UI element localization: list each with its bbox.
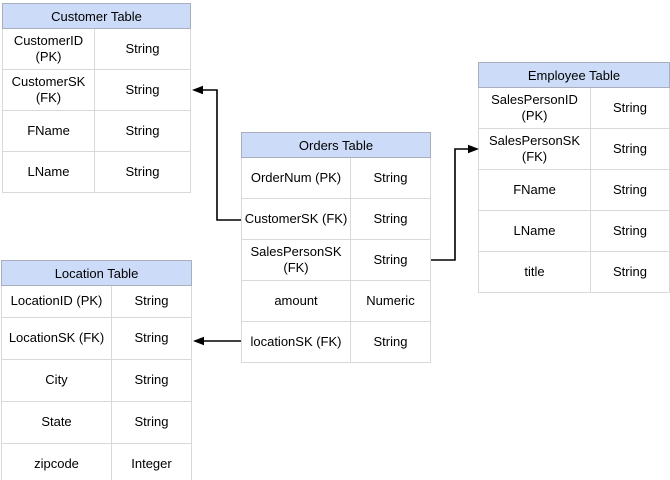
field-name-cell: zipcode [2,444,112,480]
arrowhead-to-location [193,336,204,346]
connector-orders-to-employee[interactable] [431,144,479,261]
table-row: CustomerSK (FK) String [3,70,190,111]
field-type-cell: String [373,169,408,185]
field-type-cell: String [134,330,169,346]
table-row: LName String [479,211,669,252]
field-type-cell: String [134,293,169,309]
field-name-cell: title [479,252,591,292]
field-name-cell: City [2,360,112,401]
field-type-cell: String [613,140,647,156]
field-name-cell: FName [3,111,95,151]
field-name-cell: LocationID (PK) [2,286,112,317]
field-type-cell: String [373,333,408,349]
field-name-cell: LName [3,152,95,192]
field-name-cell: OrderNum (PK) [242,158,351,198]
employee-table-header: Employee Table [478,62,670,88]
table-row: City String [2,360,191,402]
table-row: amount Numeric [242,281,430,322]
field-name-cell: State [2,402,112,443]
connector-orders-to-location[interactable] [193,336,241,346]
table-row: SalesPersonID (PK) String [479,88,669,129]
field-type-cell: Numeric [366,292,415,308]
table-row: CustomerSK (FK) String [242,199,430,240]
field-name-cell: locationSK (FK) [242,322,351,362]
table-row: locationSK (FK) String [242,322,430,363]
table-row: OrderNum (PK) String [242,158,430,199]
table-row: SalesPersonSK (FK) String [242,240,430,281]
location-table-header: Location Table [1,260,192,286]
table-row: title String [479,252,669,293]
field-name-cell: FName [479,170,591,210]
table-row: CustomerID (PK) String [3,29,190,70]
field-type-cell: String [373,251,408,267]
field-type-cell: String [613,99,647,115]
field-type-cell: String [613,222,647,238]
field-name-cell: LocationSK (FK) [2,318,112,359]
field-type-cell: String [125,163,160,179]
field-type-cell: String [613,263,647,279]
table-row: LName String [3,152,190,193]
field-type-cell: String [125,122,160,138]
field-name-cell: CustomerSK (FK) [3,70,95,110]
table-row: State String [2,402,191,444]
field-type-cell: String [125,40,160,56]
field-type-cell: Integer [131,456,172,472]
arrowhead-to-customer [192,85,203,95]
customer-table-header: Customer Table [2,3,191,29]
field-name-cell: CustomerSK (FK) [242,199,351,239]
orders-table-header: Orders Table [241,132,431,158]
connector-orders-to-customer[interactable] [192,85,241,221]
field-name-cell: amount [242,281,351,321]
field-type-cell: String [134,372,169,388]
field-name-cell: SalesPersonSK (FK) [242,240,351,280]
field-name-cell: LName [479,211,591,251]
table-row: FName String [3,111,190,152]
table-row: SalesPersonSK (FK) String [479,129,669,170]
field-type-cell: String [613,181,647,197]
field-name-cell: CustomerID (PK) [3,29,95,69]
field-name-cell: SalesPersonSK (FK) [479,129,591,169]
field-type-cell: String [373,210,408,226]
table-row: LocationID (PK) String [2,286,191,318]
table-row: LocationSK (FK) String [2,318,191,360]
field-type-cell: String [134,414,169,430]
field-name-cell: SalesPersonID (PK) [479,88,591,128]
field-type-cell: String [125,81,160,97]
table-row: FName String [479,170,669,211]
table-row: zipcode Integer [2,444,191,480]
